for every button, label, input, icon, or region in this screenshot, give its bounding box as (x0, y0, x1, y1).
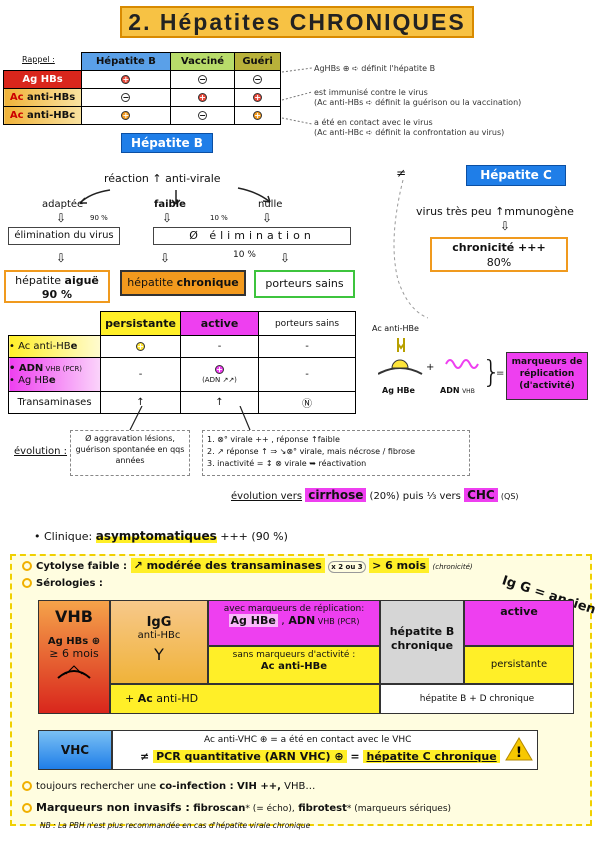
col-persistante: persistante (100, 311, 181, 336)
arrow-down-icon: ⇩ (56, 251, 67, 265)
hepb-chronique-cell: hépatite B chronique (380, 600, 464, 684)
plus-icon: + (197, 93, 207, 102)
arrow-down-icon: ⇩ (500, 219, 511, 233)
vhb-cell: VHB Ag HBs ⊕ ≥ 6 mois (38, 600, 110, 714)
arrow-down-icon: ⇩ (162, 211, 173, 225)
rappel-label: Rappel : (22, 55, 55, 64)
hepb-activity-table: persistante active porteurs sains • Ac a… (8, 311, 356, 414)
porteurs-sains-box: porteurs sains (254, 270, 355, 298)
aghbs-particle-icon (57, 665, 91, 679)
achd-cell: + Ac anti-HD (110, 684, 380, 714)
evolution-persistante-box: Ø aggravation lésions, guérison spontané… (70, 430, 190, 476)
row-aghbs: Ag HBs (3, 70, 82, 89)
vhc-cell: VHC (38, 730, 112, 770)
minus-icon: − (253, 75, 263, 84)
igg-cell: IgG anti-HBc Y (110, 600, 208, 684)
cytolyse-line: Cytolyse faible : ↗ modérée des transami… (22, 558, 473, 573)
col-gueri: Guéri (234, 52, 281, 71)
arrow-down-icon: ⇩ (160, 251, 171, 265)
plus-icon: + (121, 111, 131, 120)
rappel-table: Hépatite B Vacciné Guéri Ag HBs + − − Ac… (3, 52, 281, 125)
pct-10a: 10 % (210, 214, 228, 222)
marker-eq: = (496, 368, 505, 379)
marker-aghbe: Ag HBe (382, 386, 415, 395)
note-achbc: (Ac anti-HBc ➪ définit la confrontation … (314, 128, 505, 137)
faible-label: faible (154, 199, 186, 210)
elimination-box: élimination du virus (8, 227, 120, 245)
hepb-title: Hépatite B (121, 133, 213, 153)
nb-note: NB : La PBH n'est plus recommandée en ca… (40, 821, 311, 830)
adaptee-label: adaptée (42, 199, 84, 210)
hepatite-chronique-box: hépatite chronique (120, 270, 246, 296)
vhc-line1: Ac anti-VHC ⊕ = a été en contact avec le… (204, 735, 412, 745)
arrow-down-icon: ⇩ (262, 211, 273, 225)
marker-plus: + (426, 362, 435, 373)
minus-icon: − (121, 93, 131, 102)
plus-icon: + (121, 75, 131, 84)
col-porteurs: porteurs sains (258, 311, 356, 336)
note-aghbs: AgHBs ⊕ ➪ définit l'hépatite B (314, 64, 436, 73)
active-cell: active (464, 600, 574, 646)
serologies-label: Sérologies : (22, 578, 103, 589)
nulle-label: nulle (258, 199, 283, 210)
row-achbc: Ac anti-HBc (3, 106, 82, 125)
col-active: active (180, 311, 259, 336)
col-hepatite-b: Hépatite B (81, 52, 171, 71)
antibody-icon: Y (154, 645, 164, 664)
plus-icon: + (253, 111, 263, 120)
arrow-down-icon: ⇩ (280, 251, 291, 265)
row-achbs: Ac anti-HBs (3, 88, 82, 107)
hepc-title: Hépatite C (466, 165, 566, 186)
avec-marqueurs-cell: avec marqueurs de réplication: Ag HBe , … (208, 600, 380, 646)
minus-icon: − (197, 111, 207, 120)
minus-icon: − (197, 75, 207, 84)
virus-icon (378, 338, 479, 375)
sans-marqueurs-cell: sans marqueurs d'activité :Ac anti-HBe (208, 646, 380, 684)
divider-curve (393, 180, 428, 319)
hepb-d-cell: hépatite B + D chronique (380, 684, 574, 714)
hepc-line: virus très peu ↑mmunogène (416, 205, 574, 218)
neq-sign: ≠ (396, 166, 407, 180)
svg-text:!: ! (516, 745, 522, 761)
plus-icon: + (136, 342, 145, 351)
brace: } (482, 355, 502, 390)
marker-ac-antihbe: Ac anti-HBe (372, 324, 419, 333)
vhc-line2: ≠ PCR quantitative (ARN VHC) ⊕ = hépatit… (140, 750, 500, 763)
arrow-down-icon: ⇩ (56, 211, 67, 225)
page-title: 2. Hépatites CHRONIQUES (120, 6, 474, 38)
persistante-cell: persistante (464, 646, 574, 684)
row-transaminases: Transaminases (8, 391, 101, 414)
coinfection-line: toujours rechercher une co-infection : V… (22, 781, 315, 792)
plus-icon: + (253, 93, 263, 102)
replication-markers-box: marqueurs de réplication (d'activité) (506, 352, 588, 400)
reaction-label: réaction ↑ anti-virale (104, 172, 221, 185)
clinique-line: • Clinique: asymptomatiques +++ (90 %) (34, 529, 288, 543)
col-vaccine: Vacciné (169, 52, 236, 71)
flow-arrows (79, 187, 271, 205)
pct-10b: 10 % (233, 250, 256, 260)
hepc-chronicite-box: chronicité +++80% (430, 237, 568, 272)
warning-icon: ! (505, 737, 533, 761)
evolution-label: évolution : (14, 446, 68, 457)
note-achbs: (Ac anti-HBs ➪ définit la guérison ou la… (314, 98, 522, 107)
marqueurs-non-invasifs: Marqueurs non invasifs : fibroscan* (= é… (22, 801, 451, 814)
plus-icon: + (215, 364, 224, 374)
row-adn-aghbe: • ADN VHB (PCR)• Ag HBe (8, 357, 101, 392)
evolution-arrows (129, 406, 251, 431)
marker-adn: ADN VHB (440, 386, 475, 395)
note-contact: a été en contact avec le virus (314, 118, 433, 127)
note-immunise: est immunisé contre le virus (314, 88, 428, 97)
connector-lines (281, 67, 313, 125)
evolution-cirrhose-line: évolution vers cirrhose (20%) puis ⅓ ver… (231, 488, 519, 502)
pct-90: 90 % (90, 214, 108, 222)
row-achbe: • Ac anti-HBe (8, 335, 101, 358)
no-elimination-box: Ø élimination (153, 227, 351, 245)
